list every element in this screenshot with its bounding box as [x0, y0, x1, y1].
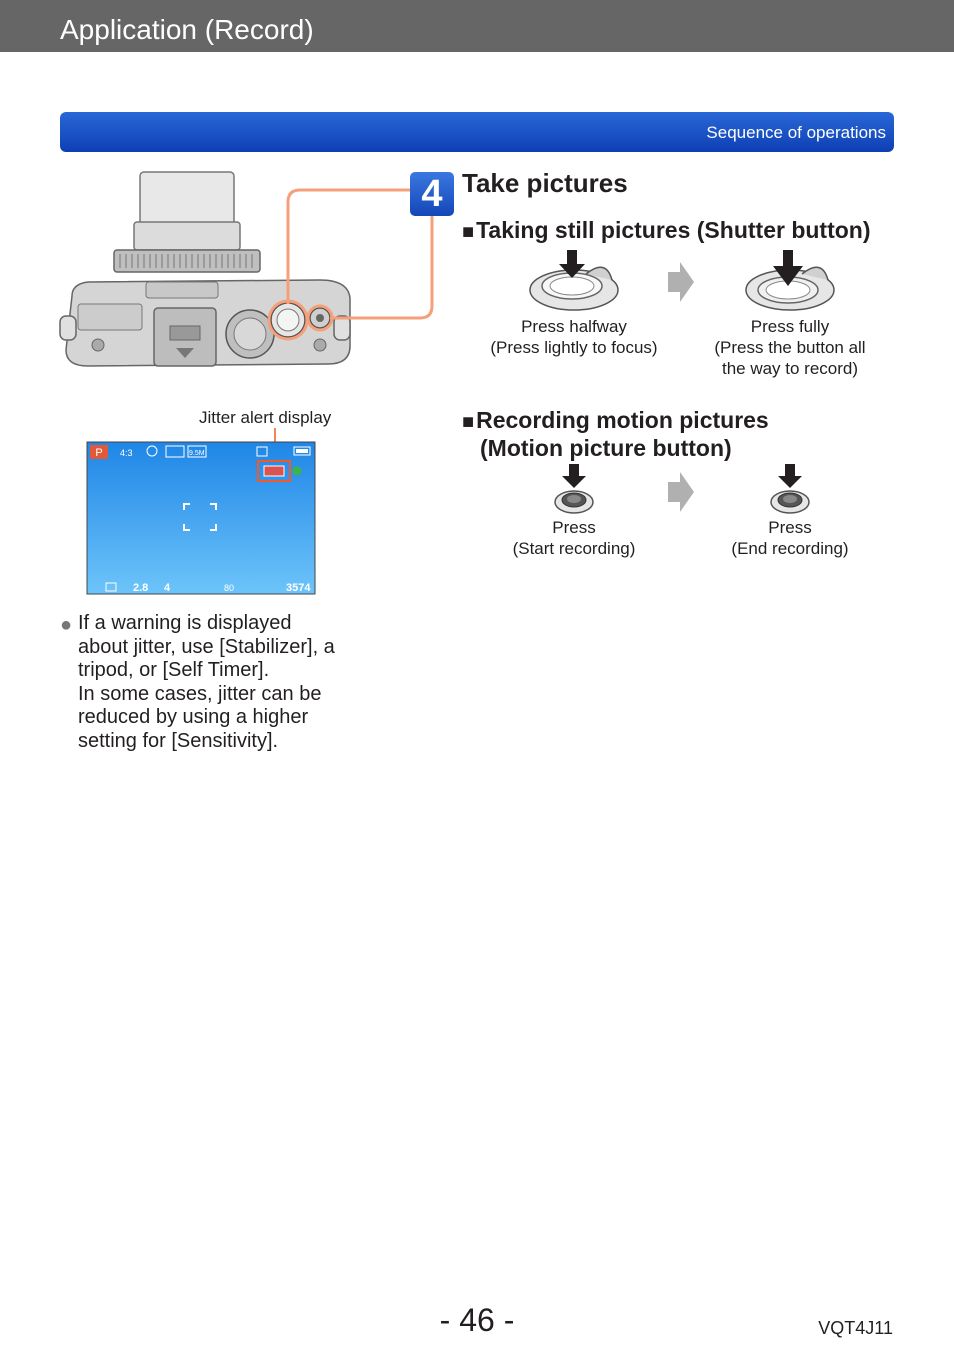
shutter-button-icon [529, 250, 619, 311]
motion-button-end-icon [770, 464, 810, 514]
note-line: about jitter, use [Stabilizer], a [78, 635, 335, 658]
start-recording-caption: Press (Start recording) [474, 517, 674, 559]
caption-line: Press [768, 518, 812, 537]
lcd-shots-remaining: 3574 [286, 582, 311, 594]
caption-line: Press halfway [521, 317, 627, 336]
lcd-iso: 80 [224, 583, 234, 593]
caption-line: (End recording) [731, 539, 849, 558]
page-header-title: Application (Record) [60, 14, 314, 45]
square-bullet-icon: ■ [462, 221, 475, 243]
note-line: reduced by using a higher [78, 706, 309, 729]
document-code: VQT4J11 [818, 1318, 893, 1338]
jitter-alert-lcd: P 4:3 9.5M 2.8 4 80 3574 [86, 428, 316, 595]
note-line: In some cases, jitter can be [78, 682, 322, 705]
lcd-shutter: 4 [164, 582, 171, 594]
bullet-icon: ● [60, 614, 73, 636]
sequence-of-operations-link[interactable]: Sequence of operations [706, 123, 886, 142]
down-arrow-icon [562, 464, 586, 488]
note-line: tripod, or [Self Timer]. [78, 659, 270, 682]
down-arrow-icon [559, 250, 585, 278]
header-bar: Application (Record) [0, 0, 954, 52]
note-line: If a warning is displayed [78, 612, 292, 634]
caption-line: (Press lightly to focus) [490, 338, 658, 357]
caption-line: Press fully [750, 317, 830, 336]
still-pictures-heading: ■Taking still pictures (Shutter button) [462, 217, 871, 245]
motion-heading-sub: (Motion picture button) [480, 435, 732, 461]
page-number: - 46 - [439, 1302, 515, 1338]
camera-illustration [59, 171, 434, 367]
down-arrow-icon [773, 250, 803, 286]
arrow-right-icon [668, 472, 694, 512]
motion-pictures-heading: ■Recording motion pictures (Motion pictu… [462, 407, 769, 461]
jitter-note: ● If a warning is displayed about jitter… [60, 612, 360, 754]
press-halfway-caption: Press halfway (Press lightly to focus) [474, 316, 674, 358]
motion-button-icon [554, 464, 594, 514]
caption-line: the way to record) [721, 359, 859, 378]
caption-line: Press [552, 518, 596, 537]
note-line: setting for [Sensitivity]. [78, 729, 279, 752]
step-title: Take pictures [462, 168, 628, 198]
lcd-size: 9.5M [189, 450, 205, 457]
step-number-badge: 4 [410, 172, 454, 216]
square-bullet-icon: ■ [462, 411, 475, 433]
arrow-right-icon [668, 262, 694, 302]
caption-line: (Start recording) [512, 539, 636, 558]
lcd-aspect: 4:3 [120, 448, 133, 458]
jitter-alert-label: Jitter alert display [199, 408, 332, 427]
still-heading-text: Taking still pictures (Shutter button) [476, 217, 871, 243]
caption-line: (Press the button all [714, 338, 866, 357]
lcd-aperture: 2.8 [133, 582, 148, 594]
end-recording-caption: Press (End recording) [690, 517, 890, 559]
press-fully-caption: Press fully (Press the button all the wa… [690, 316, 890, 379]
lcd-mode: P [95, 447, 102, 459]
motion-heading-text: Recording motion pictures [476, 407, 769, 433]
shutter-button-full-icon [745, 250, 835, 311]
sequence-of-operations-bar[interactable]: Sequence of operations [60, 112, 894, 152]
down-arrow-icon [778, 464, 802, 488]
